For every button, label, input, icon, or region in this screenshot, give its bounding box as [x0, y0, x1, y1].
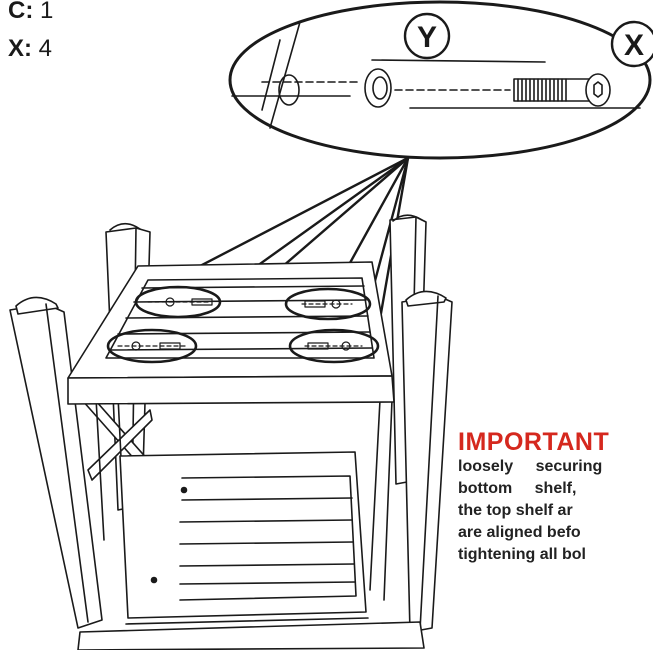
front-right-leg	[401, 290, 453, 633]
part-label: X:	[8, 35, 32, 62]
parts-row-x: X: 4	[8, 30, 53, 68]
important-line: tightening all bol	[458, 546, 586, 563]
bolt-location-back-left	[134, 285, 222, 319]
part-qty: 4	[38, 35, 53, 62]
washer-icon	[364, 68, 392, 108]
important-line: the top shelf ar	[458, 502, 573, 519]
important-line: loosely securing	[458, 458, 603, 475]
important-line: are aligned befo	[458, 524, 581, 541]
important-title: IMPORTANT	[458, 428, 610, 456]
front-left-leg	[9, 296, 103, 629]
callout-y: Y	[403, 12, 451, 60]
mini-bolts	[117, 297, 363, 351]
zoom-detail	[228, 0, 652, 160]
bolt-icon	[513, 73, 611, 107]
important-note: IMPORTANT loosely securing bottom shelf,…	[458, 428, 653, 566]
parts-row-c: C: 1	[8, 0, 53, 30]
callout-x: X	[610, 20, 653, 68]
bolt-location-back-right	[284, 287, 372, 321]
bolt-location-front-right	[288, 328, 380, 364]
bolt-hole-icon	[278, 74, 300, 106]
callout-x-label: X	[624, 29, 644, 62]
part-qty: 1	[40, 0, 54, 24]
header-fragment: ””	[230, 0, 256, 17]
callout-y-label: Y	[417, 21, 437, 54]
part-label: C:	[8, 0, 34, 24]
bolt-location-front-left	[106, 328, 198, 364]
right-rails	[369, 399, 393, 601]
parts-list: C: 1 X: 4	[8, 0, 53, 68]
important-line: bottom shelf,	[458, 480, 577, 497]
bottom-shelf	[77, 451, 425, 650]
